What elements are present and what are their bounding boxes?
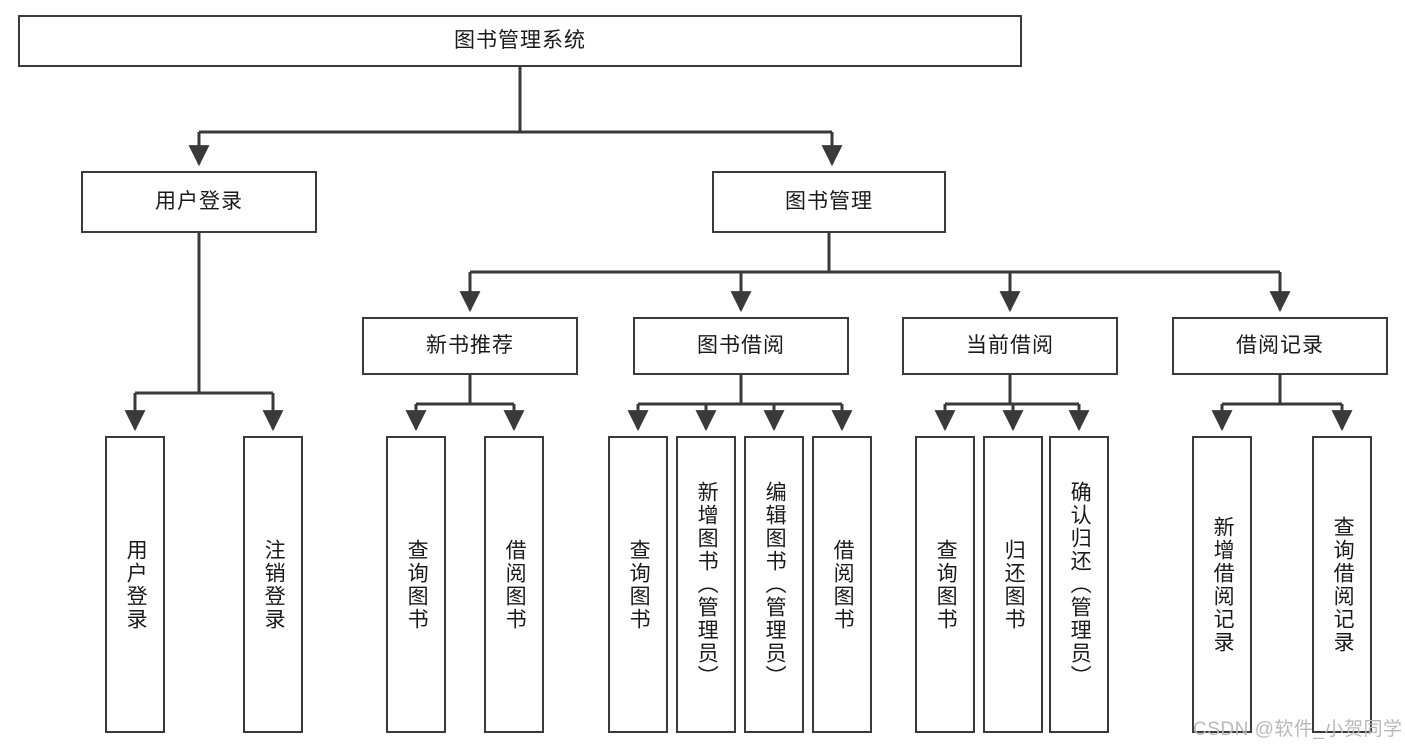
node-book-manage-label: 图书管理 bbox=[785, 190, 873, 214]
node-current-borrow-label: 当前借阅 bbox=[966, 334, 1054, 358]
watermark: CSDN @软件_小贺同学 bbox=[1193, 719, 1403, 740]
node-leaf-add-borrow-record-label: 新增借阅记录 bbox=[1211, 515, 1235, 654]
node-root[interactable]: 图书管理系统 bbox=[18, 15, 1022, 67]
node-leaf-confirm-return-admin[interactable]: 确认归还（管理员） bbox=[1049, 436, 1109, 733]
node-leaf-borrow-book-label: 借阅图书 bbox=[831, 538, 855, 631]
node-leaf-query-borrow-record-label: 查询借阅记录 bbox=[1331, 515, 1355, 654]
node-leaf-borrow-book[interactable]: 借阅图书 bbox=[812, 436, 872, 733]
node-leaf-query-book-rec-label: 查询图书 bbox=[405, 538, 429, 631]
node-leaf-add-borrow-record[interactable]: 新增借阅记录 bbox=[1192, 436, 1252, 733]
node-borrow-record[interactable]: 借阅记录 bbox=[1172, 317, 1388, 375]
node-leaf-user-login-label: 用户登录 bbox=[124, 538, 148, 631]
node-leaf-user-logout-label: 注销登录 bbox=[262, 538, 286, 631]
node-user-login[interactable]: 用户登录 bbox=[81, 171, 317, 233]
node-borrow-record-label: 借阅记录 bbox=[1236, 334, 1324, 358]
node-root-label: 图书管理系统 bbox=[454, 29, 586, 53]
node-book-manage[interactable]: 图书管理 bbox=[712, 171, 946, 233]
node-leaf-query-book-borrow-label: 查询图书 bbox=[627, 538, 651, 631]
node-leaf-add-book-admin-label: 新增图书（管理员） bbox=[695, 481, 719, 688]
node-leaf-confirm-return-admin-label: 确认归还（管理员） bbox=[1068, 481, 1092, 688]
node-leaf-query-book-borrow[interactable]: 查询图书 bbox=[608, 436, 668, 733]
node-book-borrow-label: 图书借阅 bbox=[697, 334, 785, 358]
node-current-borrow[interactable]: 当前借阅 bbox=[902, 317, 1118, 375]
node-leaf-user-login[interactable]: 用户登录 bbox=[105, 436, 165, 733]
node-user-login-label: 用户登录 bbox=[155, 190, 243, 214]
node-new-book-recommend-label: 新书推荐 bbox=[426, 334, 514, 358]
node-leaf-user-logout[interactable]: 注销登录 bbox=[243, 436, 303, 733]
node-leaf-return-book-label: 归还图书 bbox=[1002, 538, 1026, 631]
node-leaf-return-book[interactable]: 归还图书 bbox=[983, 436, 1043, 733]
node-leaf-borrow-book-rec-label: 借阅图书 bbox=[503, 538, 527, 631]
node-leaf-query-book-cur-label: 查询图书 bbox=[934, 538, 958, 631]
node-book-borrow[interactable]: 图书借阅 bbox=[633, 317, 849, 375]
node-leaf-add-book-admin[interactable]: 新增图书（管理员） bbox=[676, 436, 736, 733]
node-leaf-edit-book-admin-label: 编辑图书（管理员） bbox=[763, 481, 787, 688]
node-leaf-edit-book-admin[interactable]: 编辑图书（管理员） bbox=[744, 436, 804, 733]
node-leaf-query-book-cur[interactable]: 查询图书 bbox=[915, 436, 975, 733]
node-leaf-query-book-rec[interactable]: 查询图书 bbox=[386, 436, 446, 733]
node-leaf-query-borrow-record[interactable]: 查询借阅记录 bbox=[1312, 436, 1372, 733]
node-leaf-borrow-book-rec[interactable]: 借阅图书 bbox=[484, 436, 544, 733]
node-new-book-recommend[interactable]: 新书推荐 bbox=[362, 317, 578, 375]
